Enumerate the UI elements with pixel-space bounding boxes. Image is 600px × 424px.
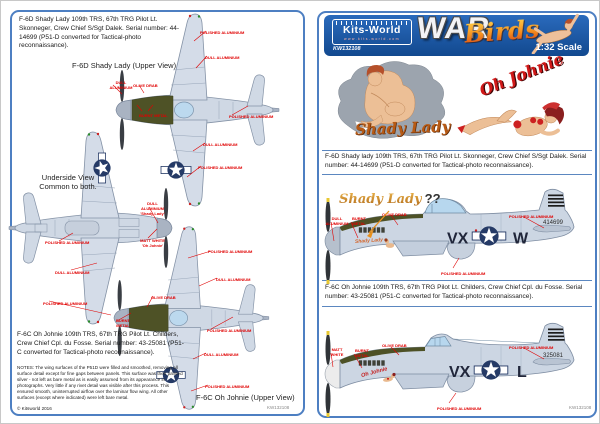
copyright: © Kitsworld 2016 [17, 406, 52, 411]
paint-callout: POLISHED ALUMINIUM [208, 249, 253, 254]
oh-johnie-artwork [457, 102, 565, 137]
paint-callout: MATT WHITE 'Oh Johnie' [140, 238, 165, 248]
product-code-header: KW132108 [333, 46, 361, 52]
upper-view-label-johnie: F-6C Oh Johnie (Upper View) [196, 393, 295, 402]
product-code-right: KW132108 [569, 405, 592, 410]
paint-callout: POLISHED ALUMINIUM [200, 30, 245, 35]
brand-url: www.kits-world.com [344, 36, 400, 41]
paint-callout: POLISHED ALUMINIUM [205, 384, 250, 389]
paint-callout: OLIVE DRAB [382, 212, 407, 217]
paint-callout: OLIVE DRAB [151, 295, 176, 300]
paint-callout: POLISHED ALUMINIUM [509, 345, 554, 350]
fuselage-code-right: W [513, 231, 529, 248]
fuselage-code-left: VX [449, 364, 471, 381]
paint-callout: POLISHED ALUMINIUM [198, 165, 243, 170]
brand-name: Kits-World [343, 24, 401, 36]
product-code-left: KW132108 [267, 405, 290, 410]
caption-johnie: F-6C Oh Johnie 109th TRS, 67th TRG Pilot… [325, 284, 583, 300]
paint-callout: DULL ALUMINIUM [203, 142, 238, 147]
paint-callout: DULL ALUMINIUM [109, 80, 133, 90]
underside-view-label: Underside View Common to both. [39, 173, 97, 191]
shady-lady-script-label: Shady Lady [354, 117, 451, 139]
kits-world-logo: Kits-World www.kits-world.com [332, 19, 412, 45]
section-divider [322, 174, 592, 175]
logo-ticks-decoration [336, 21, 408, 25]
paint-callout: DULL ALUMINIUM [205, 55, 240, 60]
paint-callout: OLIVE DRAB [382, 343, 407, 348]
paint-callout: POLISHED ALUMINIUM [43, 301, 88, 306]
left-instruction-panel: F-6D Shady Lady 109th TRS, 67th TRG Pilo… [10, 10, 305, 416]
upper-view-label-shady: F-6D Shady Lady (Upper View) [72, 61, 177, 70]
paint-callout: MATT WHITE [330, 347, 344, 357]
right-decal-panel: Kits-World www.kits-world.com KW132108 W… [317, 11, 597, 418]
paint-callout: POLISHED ALUMINIUM [441, 271, 486, 276]
paint-callout: OLIVE DRAB [133, 83, 158, 88]
paint-callout: BURNT METAL [355, 348, 369, 358]
paint-callout: POLISHED ALUMINIUM [207, 328, 252, 333]
tail-serial-number: 325081 [543, 353, 564, 359]
profile-heading-shady: Shady Lady?? [339, 190, 441, 208]
brand-header-bar: Kits-World www.kits-world.com KW132108 W… [324, 12, 589, 56]
paint-callout: BURNT METAL [139, 113, 168, 118]
oh-johnie-outro-caption: F-6C Oh Johnie 109th TRS, 67th TRG Pilot… [17, 331, 184, 356]
fuselage-code-right: L [517, 364, 527, 381]
fuselage-code-left: VX [447, 231, 469, 248]
notes-paragraph: NOTES: The wing surfaces of the P51D wer… [17, 365, 183, 400]
paint-callout: BURNT METAL [352, 216, 366, 226]
heading-script: Shady Lady [339, 192, 422, 207]
paint-callout: POLISHED ALUMINIUM [437, 406, 482, 411]
paint-callout: DULL ALUMINIUM [55, 270, 90, 275]
oh-johnie-side-profile: VX L 325081 Oh Johnie [324, 322, 575, 417]
heading-question-marks: ?? [424, 191, 441, 206]
section-divider [322, 150, 592, 151]
paint-callout: POLISHED ALUMINIUM [509, 214, 554, 219]
paint-callout: DULL ALUMINIUM 'Shady Lady' [140, 201, 165, 216]
paint-callout: POLISHED ALUMINIUM [229, 114, 274, 119]
paint-callout: DULL ALUMINIUM [325, 216, 349, 226]
paint-callout: POLISHED ALUMINIUM [45, 240, 90, 245]
section-divider [322, 306, 592, 307]
scale-label: 1:32 Scale [535, 42, 582, 53]
paint-callout: DULL ALUMINIUM [216, 277, 251, 282]
paint-callout: DULL ALUMINIUM [204, 352, 239, 357]
paint-callout: BURNT METAL [116, 318, 130, 328]
tail-serial-number: 414699 [543, 220, 564, 226]
caption-shady: F-6D Shady lady 109th TRS, 67th TRG Pilo… [325, 153, 587, 169]
shady-lady-intro-caption: F-6D Shady Lady 109th TRS, 67th TRG Pilo… [19, 16, 180, 50]
